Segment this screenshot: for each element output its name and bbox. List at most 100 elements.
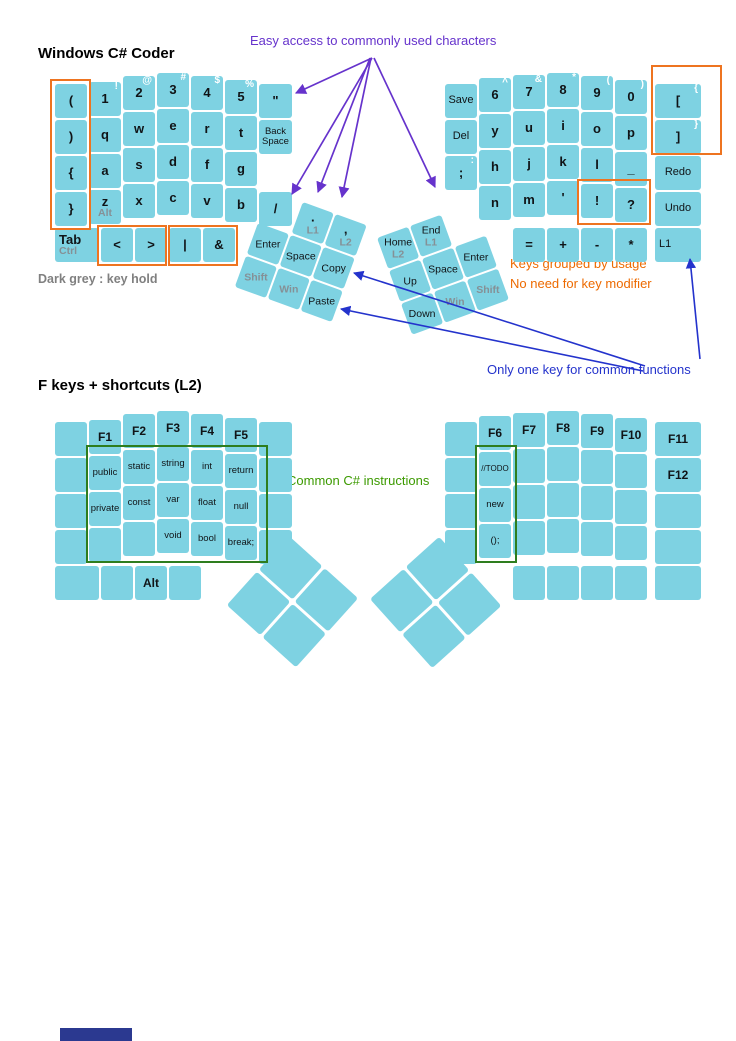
key-blank <box>547 483 579 517</box>
key-label: //TODO <box>481 463 509 473</box>
key-redo: Redo <box>655 156 701 190</box>
key-label: k <box>559 154 567 170</box>
page-title-main-layer: Windows C# Coder <box>38 45 175 62</box>
note-easy-access: Easy access to commonly used characters <box>250 33 497 48</box>
key-label: z <box>101 193 109 209</box>
key-t: t <box>225 116 257 150</box>
key-blank <box>259 458 292 492</box>
key-label: new <box>486 499 504 511</box>
key-label: } <box>68 201 74 217</box>
key-save: Save <box>445 84 477 118</box>
key-static: static <box>123 450 155 484</box>
purple-arrows <box>291 57 436 199</box>
key-c: c <box>157 181 189 215</box>
key-blank <box>101 566 133 600</box>
key-label: F7 <box>521 422 536 437</box>
key-label: (); <box>490 535 500 547</box>
key-back-space: Back Space <box>259 120 292 154</box>
key-j: j <box>513 147 545 181</box>
key-blank <box>259 422 292 456</box>
key-u: u <box>513 111 545 145</box>
key-symbol: {[ <box>655 83 701 118</box>
key-label: int <box>201 461 213 473</box>
key-f2: F2 <box>123 414 155 448</box>
key-f6: F6 <box>479 416 511 450</box>
key-w: w <box>123 112 155 146</box>
key-blank <box>655 530 701 564</box>
key-label: 5 <box>237 89 245 105</box>
key-label: ( <box>68 93 74 109</box>
key-blank <box>262 603 326 668</box>
key-label: 9 <box>593 85 601 101</box>
key-undo: Undo <box>655 192 701 226</box>
key-label: o <box>593 121 601 137</box>
key-label: static <box>127 461 151 473</box>
key-shift-label: ) <box>640 79 644 90</box>
key-label: Enter <box>463 250 489 263</box>
key-label: , <box>343 221 348 237</box>
key-symbol: " <box>259 84 292 118</box>
highlight-box-pipe-ampersand <box>168 225 238 266</box>
key-label: = <box>525 237 533 253</box>
key-new: new <box>479 488 511 522</box>
key-label: 8 <box>559 82 567 98</box>
key-label: r <box>204 121 210 137</box>
key-label: Paste <box>308 294 336 307</box>
key-f11: F11 <box>655 422 701 456</box>
key-blank <box>615 490 647 524</box>
key-blank <box>581 486 613 520</box>
key-0: )0 <box>615 79 647 114</box>
key-label: void <box>164 530 182 542</box>
key-symbol: & <box>203 228 235 262</box>
key-blank <box>445 494 477 528</box>
key-blank <box>437 572 502 636</box>
highlight-box-csharp-left <box>86 445 268 563</box>
key-label: float <box>198 497 216 509</box>
key-label: End <box>421 223 441 236</box>
key-label: F4 <box>199 423 214 438</box>
key-symbol: > <box>135 228 167 262</box>
key-blank <box>123 522 155 556</box>
key-blank <box>55 566 99 600</box>
key-paste: Paste <box>300 279 343 323</box>
key-blank <box>615 566 647 600</box>
key-label: public <box>92 467 118 479</box>
key-symbol: } <box>55 192 87 226</box>
key-v: v <box>191 184 223 218</box>
key-label: . <box>310 209 315 225</box>
highlight-box-parens-braces <box>50 79 91 230</box>
key-symbol: < <box>101 228 133 262</box>
key-shift-label: { <box>694 83 698 94</box>
key-f12: F12 <box>655 458 701 492</box>
key-blank <box>655 494 701 528</box>
key-label: const <box>127 497 151 509</box>
key-label: 3 <box>169 82 177 98</box>
key-label: 4 <box>203 85 211 101</box>
key-symbol: ! <box>581 184 613 218</box>
key-1: !1 <box>89 81 121 116</box>
key-label: u <box>525 120 533 136</box>
key-label: x <box>135 193 143 209</box>
key-e: e <box>157 109 189 143</box>
key-f1: F1 <box>89 420 121 454</box>
key-private: private <box>89 492 121 526</box>
key-f: f <box>191 148 223 182</box>
key-label: < <box>113 237 121 253</box>
key-label: { <box>68 165 74 181</box>
key-label: ] <box>675 129 681 145</box>
key-symbol: - <box>581 228 613 262</box>
key-blank <box>581 450 613 484</box>
key-blank <box>513 485 545 519</box>
key-blank <box>55 458 87 492</box>
key-label: Save <box>448 94 474 107</box>
key-blank <box>169 566 201 600</box>
key-todo: //TODO <box>479 452 511 486</box>
key-bool: bool <box>191 522 223 556</box>
key-label: v <box>203 193 211 209</box>
key-label: j <box>527 156 531 172</box>
key-shift-label: & <box>534 74 542 85</box>
key-blank <box>615 526 647 560</box>
key-f10: F10 <box>615 418 647 452</box>
